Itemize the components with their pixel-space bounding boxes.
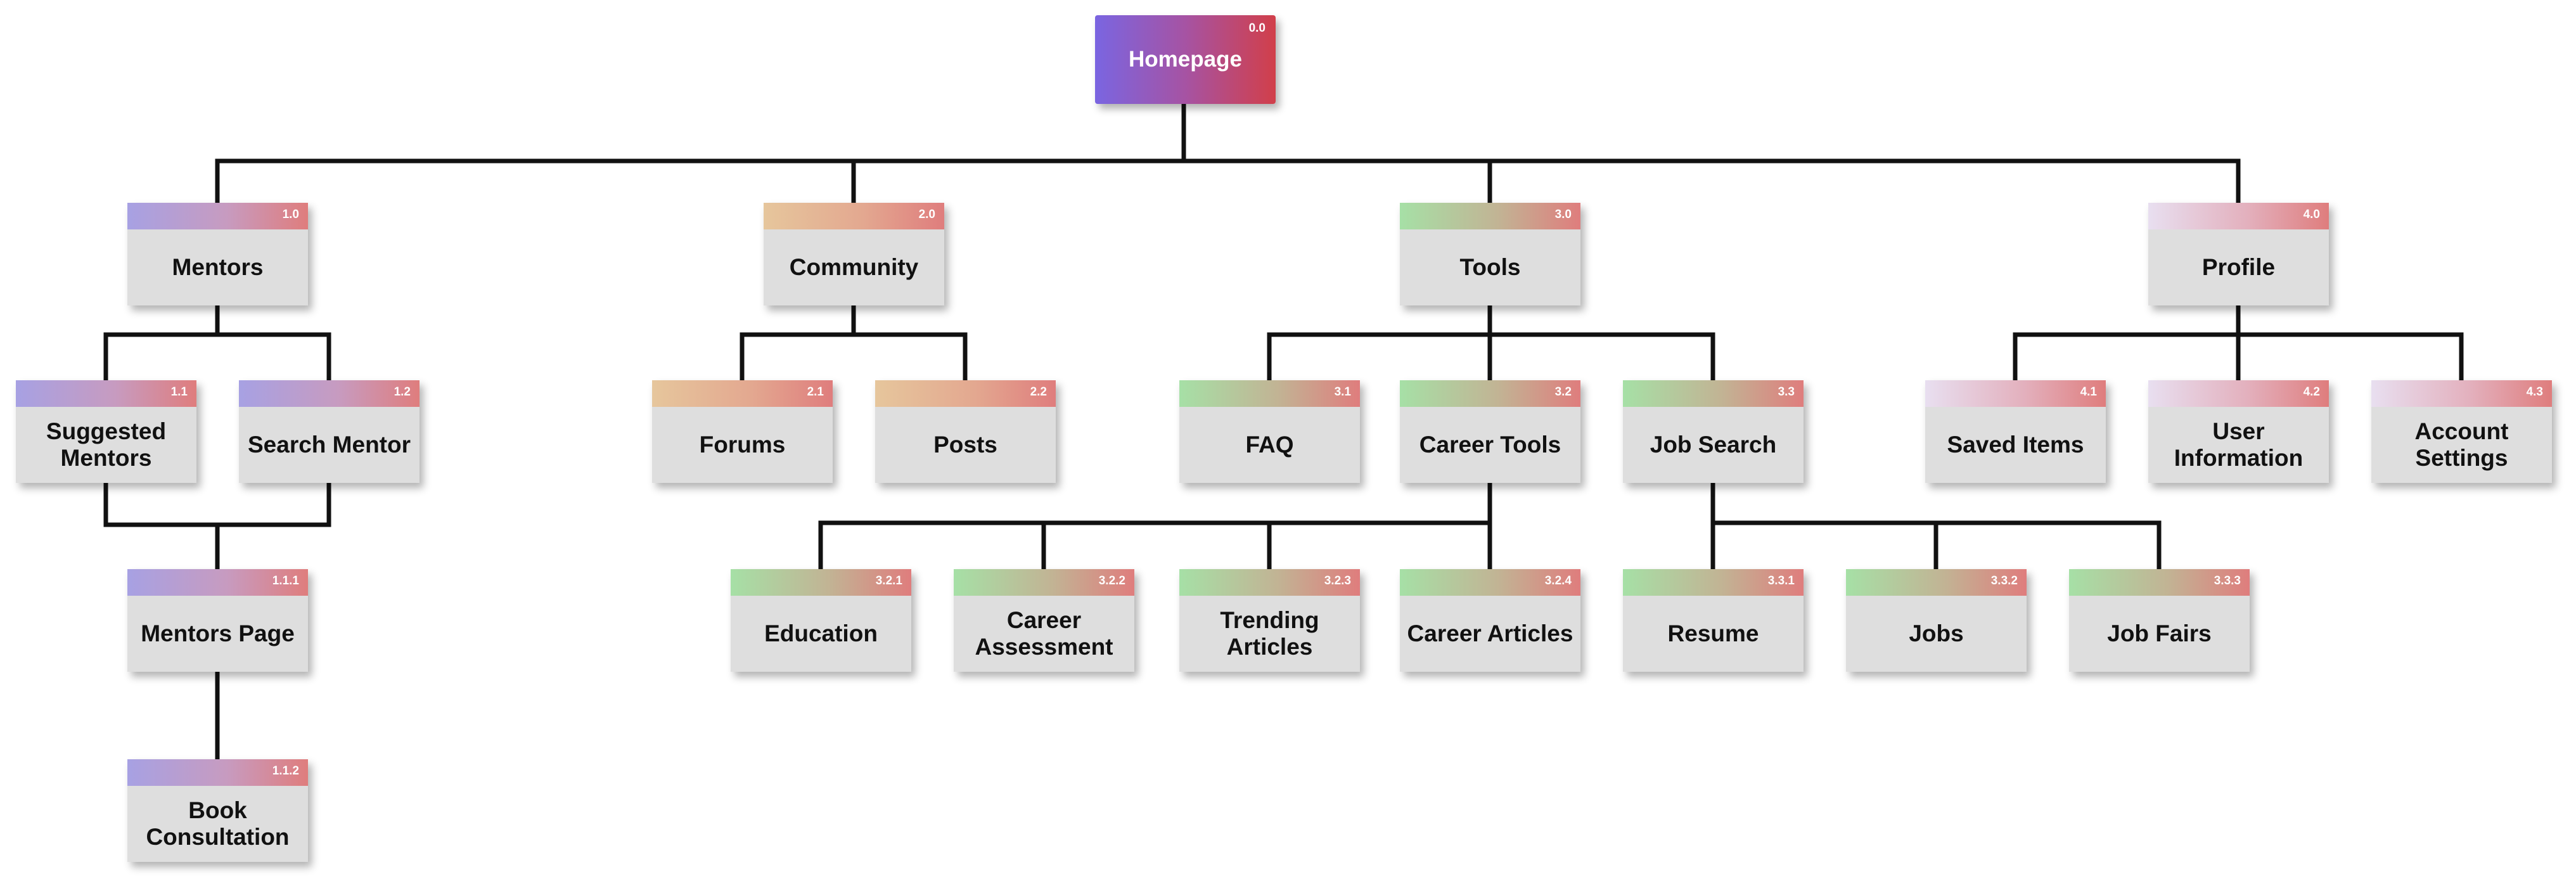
node-label: Jobs [1909, 620, 1964, 646]
node-profile[interactable]: 4.0 Profile [2148, 203, 2329, 305]
node-label: Career Tools [1419, 432, 1561, 458]
node-trending-articles[interactable]: 3.2.3 Trending Articles [1179, 569, 1360, 672]
node-suggested-mentors[interactable]: 1.1 Suggested Mentors [16, 380, 196, 483]
node-community[interactable]: 2.0 Community [764, 203, 944, 305]
node-education[interactable]: 3.2.1 Education [731, 569, 911, 672]
node-label: Resume [1667, 620, 1759, 646]
node-number: 3.3.1 [1767, 574, 1795, 587]
node-label: Mentors Page [141, 620, 295, 646]
node-number: 0.0 [1248, 22, 1266, 35]
node-header: 1.1.2 [127, 759, 308, 786]
node-number: 3.3 [1778, 385, 1795, 399]
node-label: Suggested Mentors [46, 418, 167, 471]
node-header: 1.2 [239, 380, 420, 407]
node-label: Career Assessment [975, 607, 1113, 660]
node-number: 1.1.1 [272, 574, 299, 587]
node-job-fairs[interactable]: 3.3.3 Job Fairs [2069, 569, 2250, 672]
node-saved-items[interactable]: 4.1 Saved Items [1925, 380, 2106, 483]
node-header: 3.1 [1179, 380, 1360, 407]
node-jobs[interactable]: 3.3.2 Jobs [1846, 569, 2027, 672]
node-header: 1.0 [127, 203, 308, 229]
node-number: 1.1.2 [272, 764, 299, 778]
node-number: 3.0 [1554, 208, 1572, 221]
node-header: 3.3.3 [2069, 569, 2250, 596]
node-label: Forums [699, 432, 786, 458]
node-label: User Information [2174, 418, 2304, 471]
node-label: Job Search [1650, 432, 1777, 458]
node-number: 3.2.1 [875, 574, 902, 587]
node-label: Trending Articles [1220, 607, 1319, 660]
node-number: 3.2.2 [1098, 574, 1125, 587]
node-label: Job Fairs [2107, 620, 2212, 646]
node-label: Saved Items [1947, 432, 2084, 458]
node-header: 1.1 [16, 380, 196, 407]
node-number: 1.0 [282, 208, 299, 221]
node-number: 1.1 [170, 385, 188, 399]
node-user-information[interactable]: 4.2 User Information [2148, 380, 2329, 483]
node-header: 4.3 [2371, 380, 2552, 407]
node-account-settings[interactable]: 4.3 Account Settings [2371, 380, 2552, 483]
node-header: 4.0 [2148, 203, 2329, 229]
node-header: 4.1 [1925, 380, 2106, 407]
node-book-consultation[interactable]: 1.1.2 Book Consultation [127, 759, 308, 862]
node-homepage[interactable]: 0.0 Homepage [1095, 15, 1276, 104]
node-number: 3.1 [1334, 385, 1351, 399]
node-forums[interactable]: 2.1 Forums [652, 380, 833, 483]
node-label: Tools [1459, 254, 1521, 280]
node-header: 3.3 [1623, 380, 1804, 407]
node-label: Profile [2201, 254, 2276, 280]
node-career-assessment[interactable]: 3.2.2 Career Assessment [954, 569, 1134, 672]
node-number: 2.0 [918, 208, 935, 221]
node-career-tools[interactable]: 3.2 Career Tools [1400, 380, 1580, 483]
node-mentors[interactable]: 1.0 Mentors [127, 203, 308, 305]
node-header: 3.2.1 [731, 569, 911, 596]
node-label: Book Consultation [146, 797, 290, 850]
node-header: 3.2.3 [1179, 569, 1360, 596]
node-header: 3.2.2 [954, 569, 1134, 596]
node-number: 1.2 [394, 385, 411, 399]
node-faq[interactable]: 3.1 FAQ [1179, 380, 1360, 483]
node-tools[interactable]: 3.0 Tools [1400, 203, 1580, 305]
node-number: 4.2 [2303, 385, 2320, 399]
node-number: 3.2.4 [1544, 574, 1572, 587]
node-number: 3.2 [1554, 385, 1572, 399]
node-number: 4.0 [2303, 208, 2320, 221]
node-number: 2.1 [807, 385, 824, 399]
node-header: 2.2 [875, 380, 1056, 407]
node-label: Education [764, 620, 878, 646]
node-resume[interactable]: 3.3.1 Resume [1623, 569, 1804, 672]
node-label: Community [789, 254, 919, 280]
node-job-search[interactable]: 3.3 Job Search [1623, 380, 1804, 483]
node-career-articles[interactable]: 3.2.4 Career Articles [1400, 569, 1580, 672]
node-header: 3.3.1 [1623, 569, 1804, 596]
node-mentors-page[interactable]: 1.1.1 Mentors Page [127, 569, 308, 672]
node-header: 2.0 [764, 203, 944, 229]
node-label: Mentors [172, 254, 264, 280]
node-number: 3.2.3 [1324, 574, 1351, 587]
node-number: 3.3.2 [1990, 574, 2018, 587]
node-label: Posts [933, 432, 997, 458]
node-number: 4.3 [2526, 385, 2543, 399]
node-label: Homepage [1129, 47, 1242, 72]
node-posts[interactable]: 2.2 Posts [875, 380, 1056, 483]
node-header: 4.2 [2148, 380, 2329, 407]
node-header: 3.2 [1400, 380, 1580, 407]
node-label: Career Articles [1407, 620, 1573, 646]
node-header: 3.2.4 [1400, 569, 1580, 596]
node-header: 3.3.2 [1846, 569, 2027, 596]
node-header: 3.0 [1400, 203, 1580, 229]
node-label: Search Mentor [247, 432, 411, 458]
node-label: FAQ [1245, 432, 1294, 458]
node-number: 3.3.3 [2214, 574, 2241, 587]
node-header: 1.1.1 [127, 569, 308, 596]
node-number: 2.2 [1030, 385, 1047, 399]
node-search-mentor[interactable]: 1.2 Search Mentor [239, 380, 420, 483]
node-header: 2.1 [652, 380, 833, 407]
node-number: 4.1 [2080, 385, 2097, 399]
node-label: Account Settings [2414, 418, 2509, 471]
